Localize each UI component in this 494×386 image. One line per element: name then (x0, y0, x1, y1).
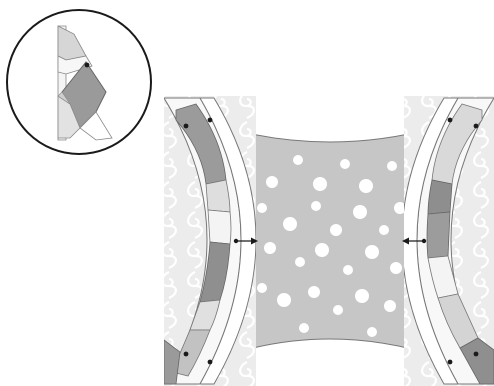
dot-right-bottom-melon (448, 360, 453, 365)
dot-right-top (474, 124, 479, 129)
dot-right-bottom (474, 352, 479, 357)
dot-left-top-melon (208, 118, 213, 123)
dot-right-top-melon (448, 118, 453, 123)
dot-left-top (184, 124, 189, 129)
detail-callout (7, 10, 151, 154)
dot-left-bottom (184, 352, 189, 357)
dot-left-bottom-melon (208, 360, 213, 365)
callout-pin-dot (85, 63, 90, 68)
